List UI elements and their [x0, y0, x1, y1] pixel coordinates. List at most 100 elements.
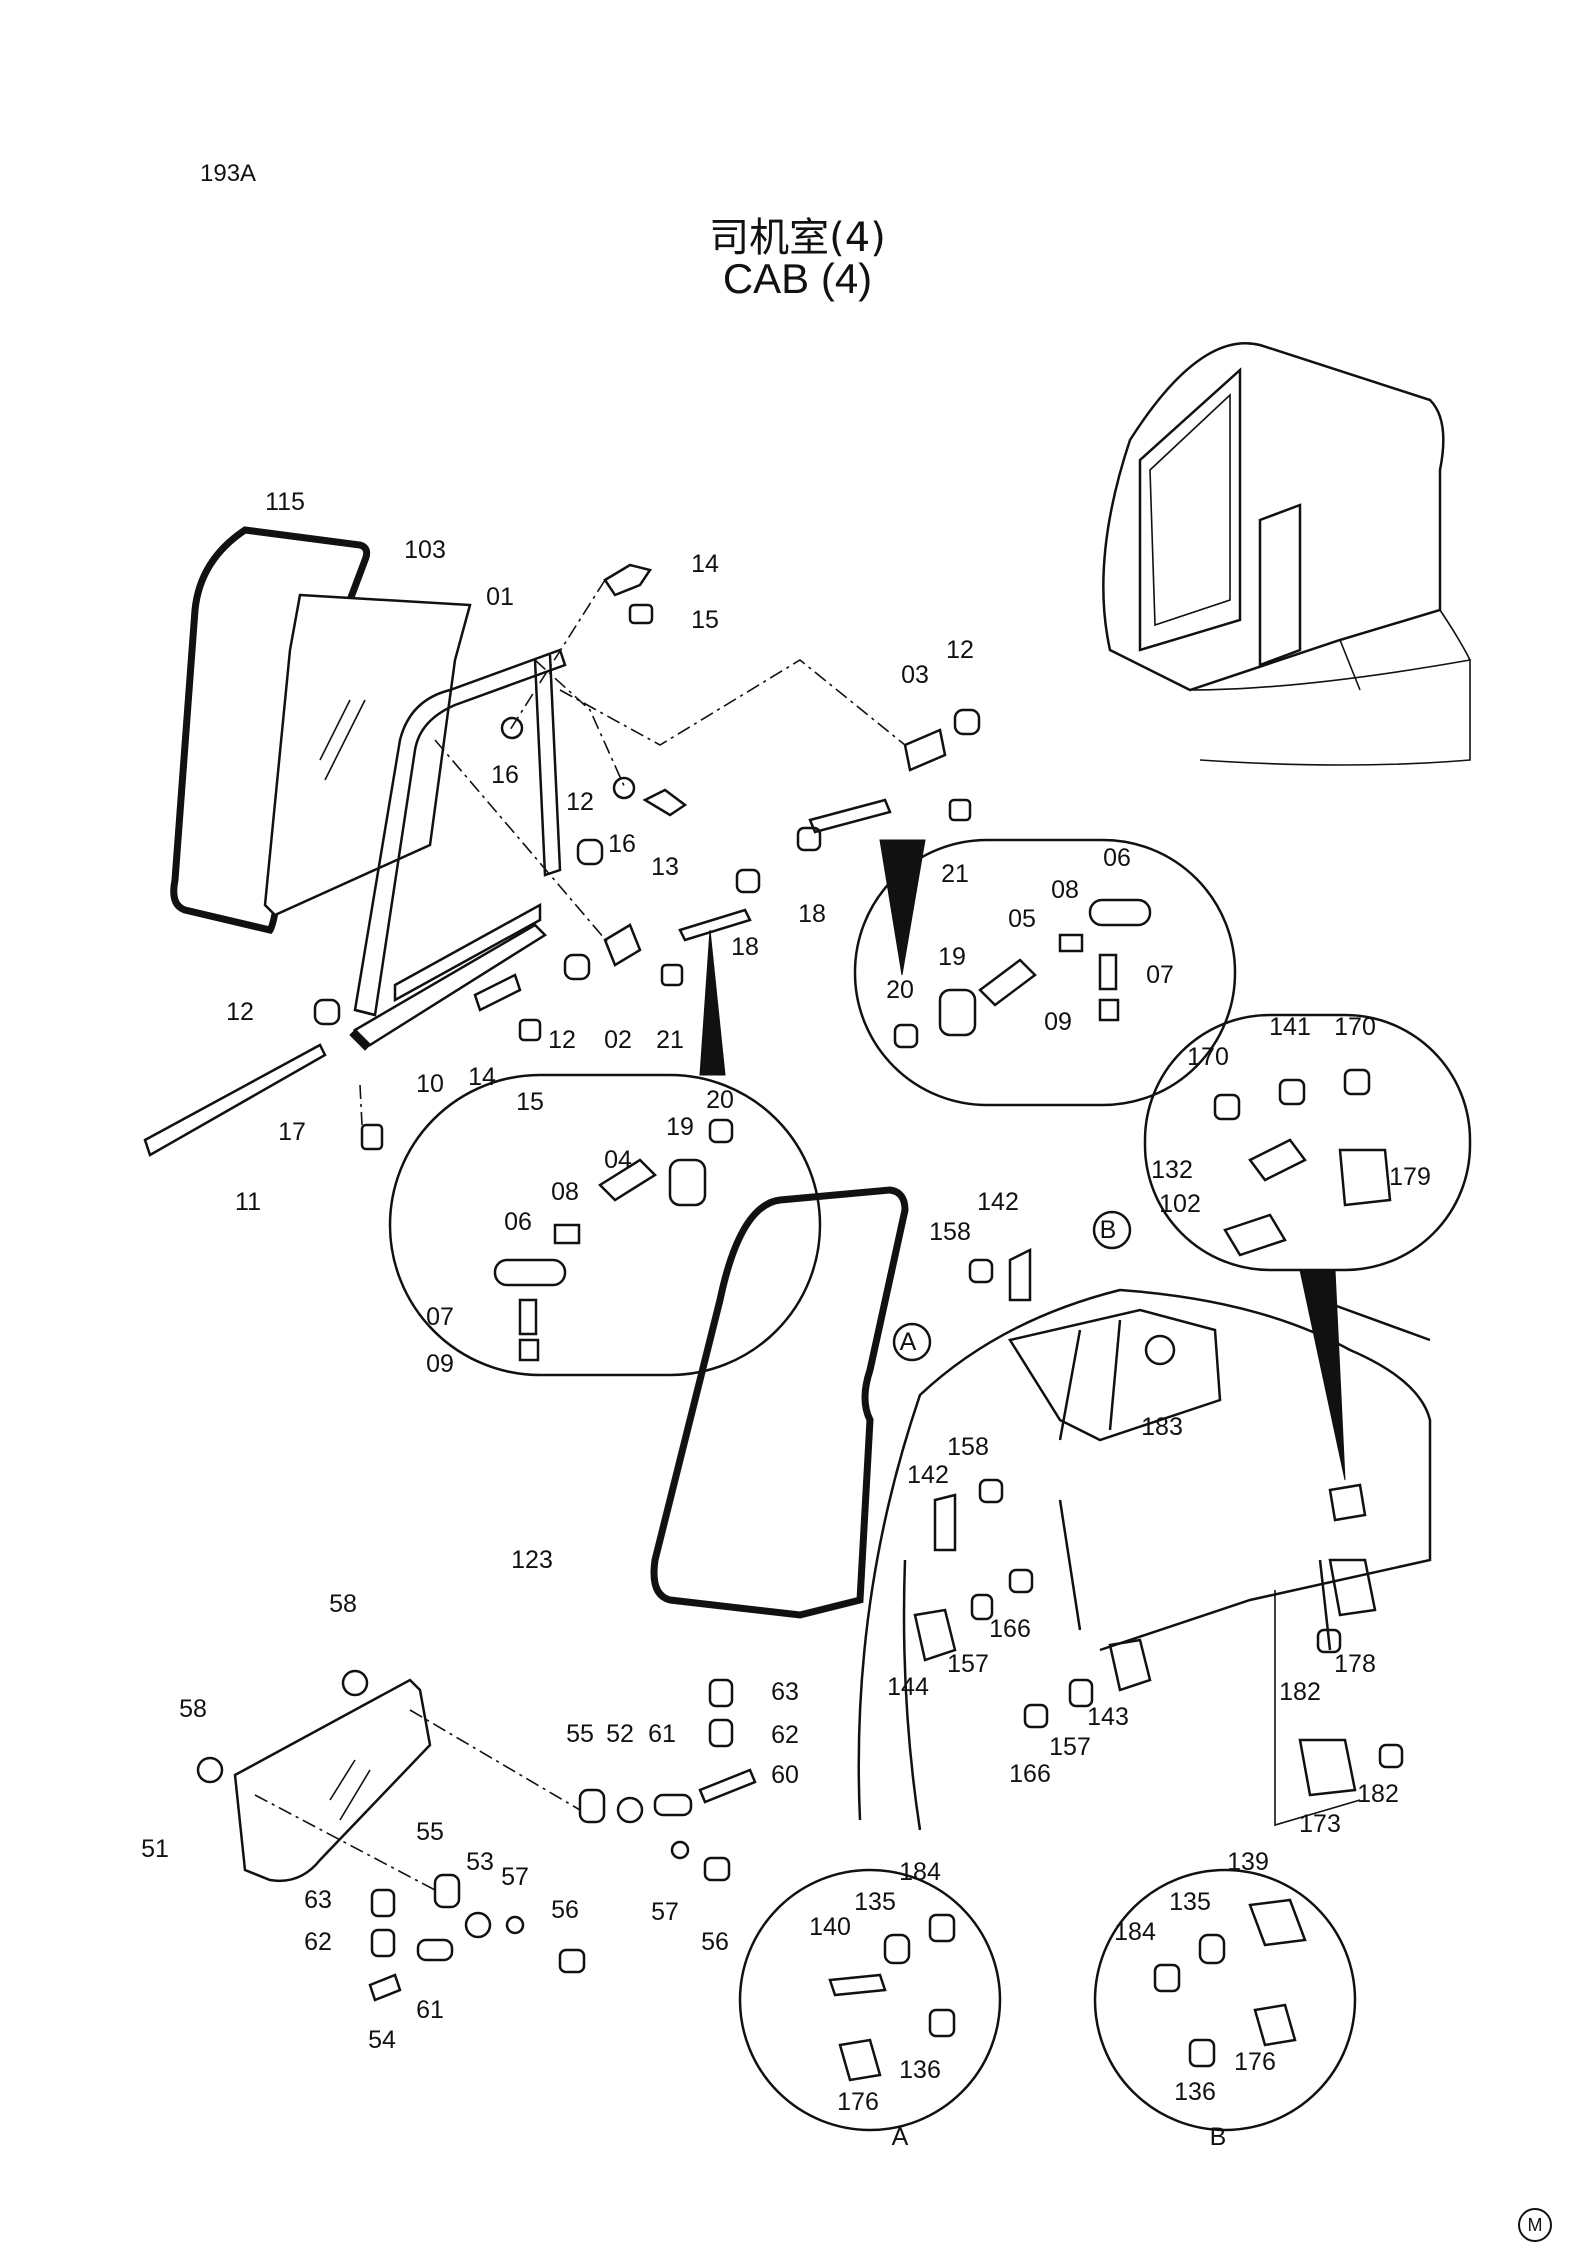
door-seal-123	[650, 1186, 909, 1619]
part-label-p170b: 170	[1334, 1013, 1376, 1041]
part-label-p21a: 21	[941, 860, 969, 888]
part-label-p07b: 07	[426, 1303, 454, 1331]
part-label-p135a: 135	[854, 1888, 896, 1916]
part-label-p170a: 170	[1187, 1043, 1229, 1071]
part-label-p103: 103	[404, 536, 446, 564]
part-label-p12c: 12	[226, 998, 254, 1026]
part-label-p18b: 18	[731, 933, 759, 961]
part-label-p10: 10	[416, 1070, 444, 1098]
part-label-p03: 03	[901, 661, 929, 689]
marker-circle-a	[892, 1322, 932, 1362]
detail-circle-b	[1093, 1868, 1357, 2132]
cab-body-illustration	[857, 1288, 1432, 1831]
page-code: 193A	[200, 160, 257, 187]
part-label-p16b: 16	[608, 830, 636, 858]
part-label-p136a: 136	[899, 2056, 941, 2084]
part-label-p63a: 63	[771, 1678, 799, 1706]
door-frame-01	[353, 648, 567, 1017]
part-label-p132: 132	[1151, 1156, 1193, 1184]
part-label-p62a: 62	[771, 1721, 799, 1749]
part-label-p157a: 157	[947, 1650, 989, 1678]
part-label-p56a: 56	[701, 1928, 729, 1956]
cab-fittings	[913, 1247, 1404, 1827]
part-number-labels: 1151030114151612161303122118180608051920…	[141, 488, 1431, 2151]
part-label-p139: 139	[1227, 1848, 1269, 1876]
part-label-p06b: 06	[504, 1208, 532, 1236]
cab-overview-illustration	[1102, 342, 1471, 766]
callout-lower	[388, 929, 822, 1377]
part-label-p140: 140	[809, 1913, 851, 1941]
part-label-p158b: 158	[947, 1433, 989, 1461]
latch-parts	[368, 1678, 757, 2002]
part-label-p183: 183	[1141, 1413, 1183, 1441]
part-label-p135b: 135	[1169, 1888, 1211, 1916]
part-label-pB: B	[1100, 1216, 1117, 1244]
part-label-p54: 54	[368, 2026, 396, 2054]
callout-upper	[853, 838, 1237, 1107]
part-label-p08a: 08	[1051, 876, 1079, 904]
part-label-p136b: 136	[1174, 2078, 1216, 2106]
part-label-p20b: 20	[706, 1086, 734, 1114]
part-label-p60: 60	[771, 1761, 799, 1789]
part-label-p06a: 06	[1103, 844, 1131, 872]
part-label-p11: 11	[235, 1188, 261, 1216]
part-label-p20a: 20	[886, 976, 914, 1004]
part-label-p15b: 15	[516, 1088, 544, 1116]
part-label-p184a: 184	[899, 1858, 941, 1886]
part-label-p55b: 55	[416, 1818, 444, 1846]
rail-10	[352, 923, 547, 1047]
part-label-p142a: 142	[977, 1188, 1019, 1216]
glass-103	[263, 593, 472, 917]
part-label-p16a: 16	[491, 761, 519, 789]
part-label-p184b: 184	[1114, 1918, 1156, 1946]
part-label-p102: 102	[1159, 1190, 1201, 1218]
part-label-p178: 178	[1334, 1650, 1376, 1678]
part-label-p182b: 182	[1357, 1780, 1399, 1808]
part-label-pAcap: A	[892, 2123, 909, 2151]
title-chinese: 司机室(4)	[709, 215, 886, 261]
part-label-p57b: 57	[651, 1898, 679, 1926]
rail-11	[143, 1043, 327, 1157]
title-english: CAB (4)	[722, 255, 873, 302]
part-label-p176b: 176	[1234, 2048, 1276, 2076]
part-label-p182a: 182	[1279, 1678, 1321, 1706]
part-label-p123: 123	[511, 1546, 553, 1574]
part-label-p04: 04	[604, 1146, 632, 1174]
manufacturer-mark: M	[1518, 2208, 1552, 2242]
part-label-p176a: 176	[837, 2088, 879, 2116]
part-label-p62b: 62	[304, 1928, 332, 1956]
part-label-p12b: 12	[946, 636, 974, 664]
part-label-p141: 141	[1269, 1013, 1311, 1041]
part-label-p13: 13	[651, 853, 679, 881]
part-label-p19a: 19	[938, 943, 966, 971]
part-label-p115: 115	[265, 488, 305, 516]
part-label-p17: 17	[278, 1118, 306, 1146]
part-label-p144: 144	[887, 1673, 929, 1701]
part-label-p01: 01	[486, 583, 514, 611]
part-label-p19b: 19	[666, 1113, 694, 1141]
inset-detail-right	[1143, 1013, 1472, 1481]
part-label-p02: 02	[604, 1026, 632, 1054]
part-label-p51: 51	[141, 1835, 169, 1863]
part-label-p12a: 12	[566, 788, 594, 816]
part-label-p52: 52	[606, 1720, 634, 1748]
detail-circle-a	[738, 1868, 1002, 2132]
part-label-p61b: 61	[416, 1996, 444, 2024]
part-label-pA: A	[900, 1328, 917, 1356]
part-label-p08b: 08	[551, 1178, 579, 1206]
part-label-p166a: 166	[989, 1615, 1031, 1643]
part-label-p58b: 58	[179, 1695, 207, 1723]
sliding-window-51	[196, 1669, 581, 1891]
part-label-p142b: 142	[907, 1461, 949, 1489]
part-label-p05: 05	[1008, 905, 1036, 933]
part-label-p179: 179	[1389, 1163, 1431, 1191]
part-label-p15a: 15	[691, 606, 719, 634]
part-label-p157b: 157	[1049, 1733, 1091, 1761]
part-label-p56b: 56	[551, 1896, 579, 1924]
part-label-p09b: 09	[426, 1350, 454, 1378]
part-label-pBcap: B	[1210, 2123, 1227, 2151]
part-label-p173: 173	[1299, 1810, 1341, 1838]
assembly-lines-top	[359, 579, 906, 1126]
part-label-p166b: 166	[1009, 1760, 1051, 1788]
